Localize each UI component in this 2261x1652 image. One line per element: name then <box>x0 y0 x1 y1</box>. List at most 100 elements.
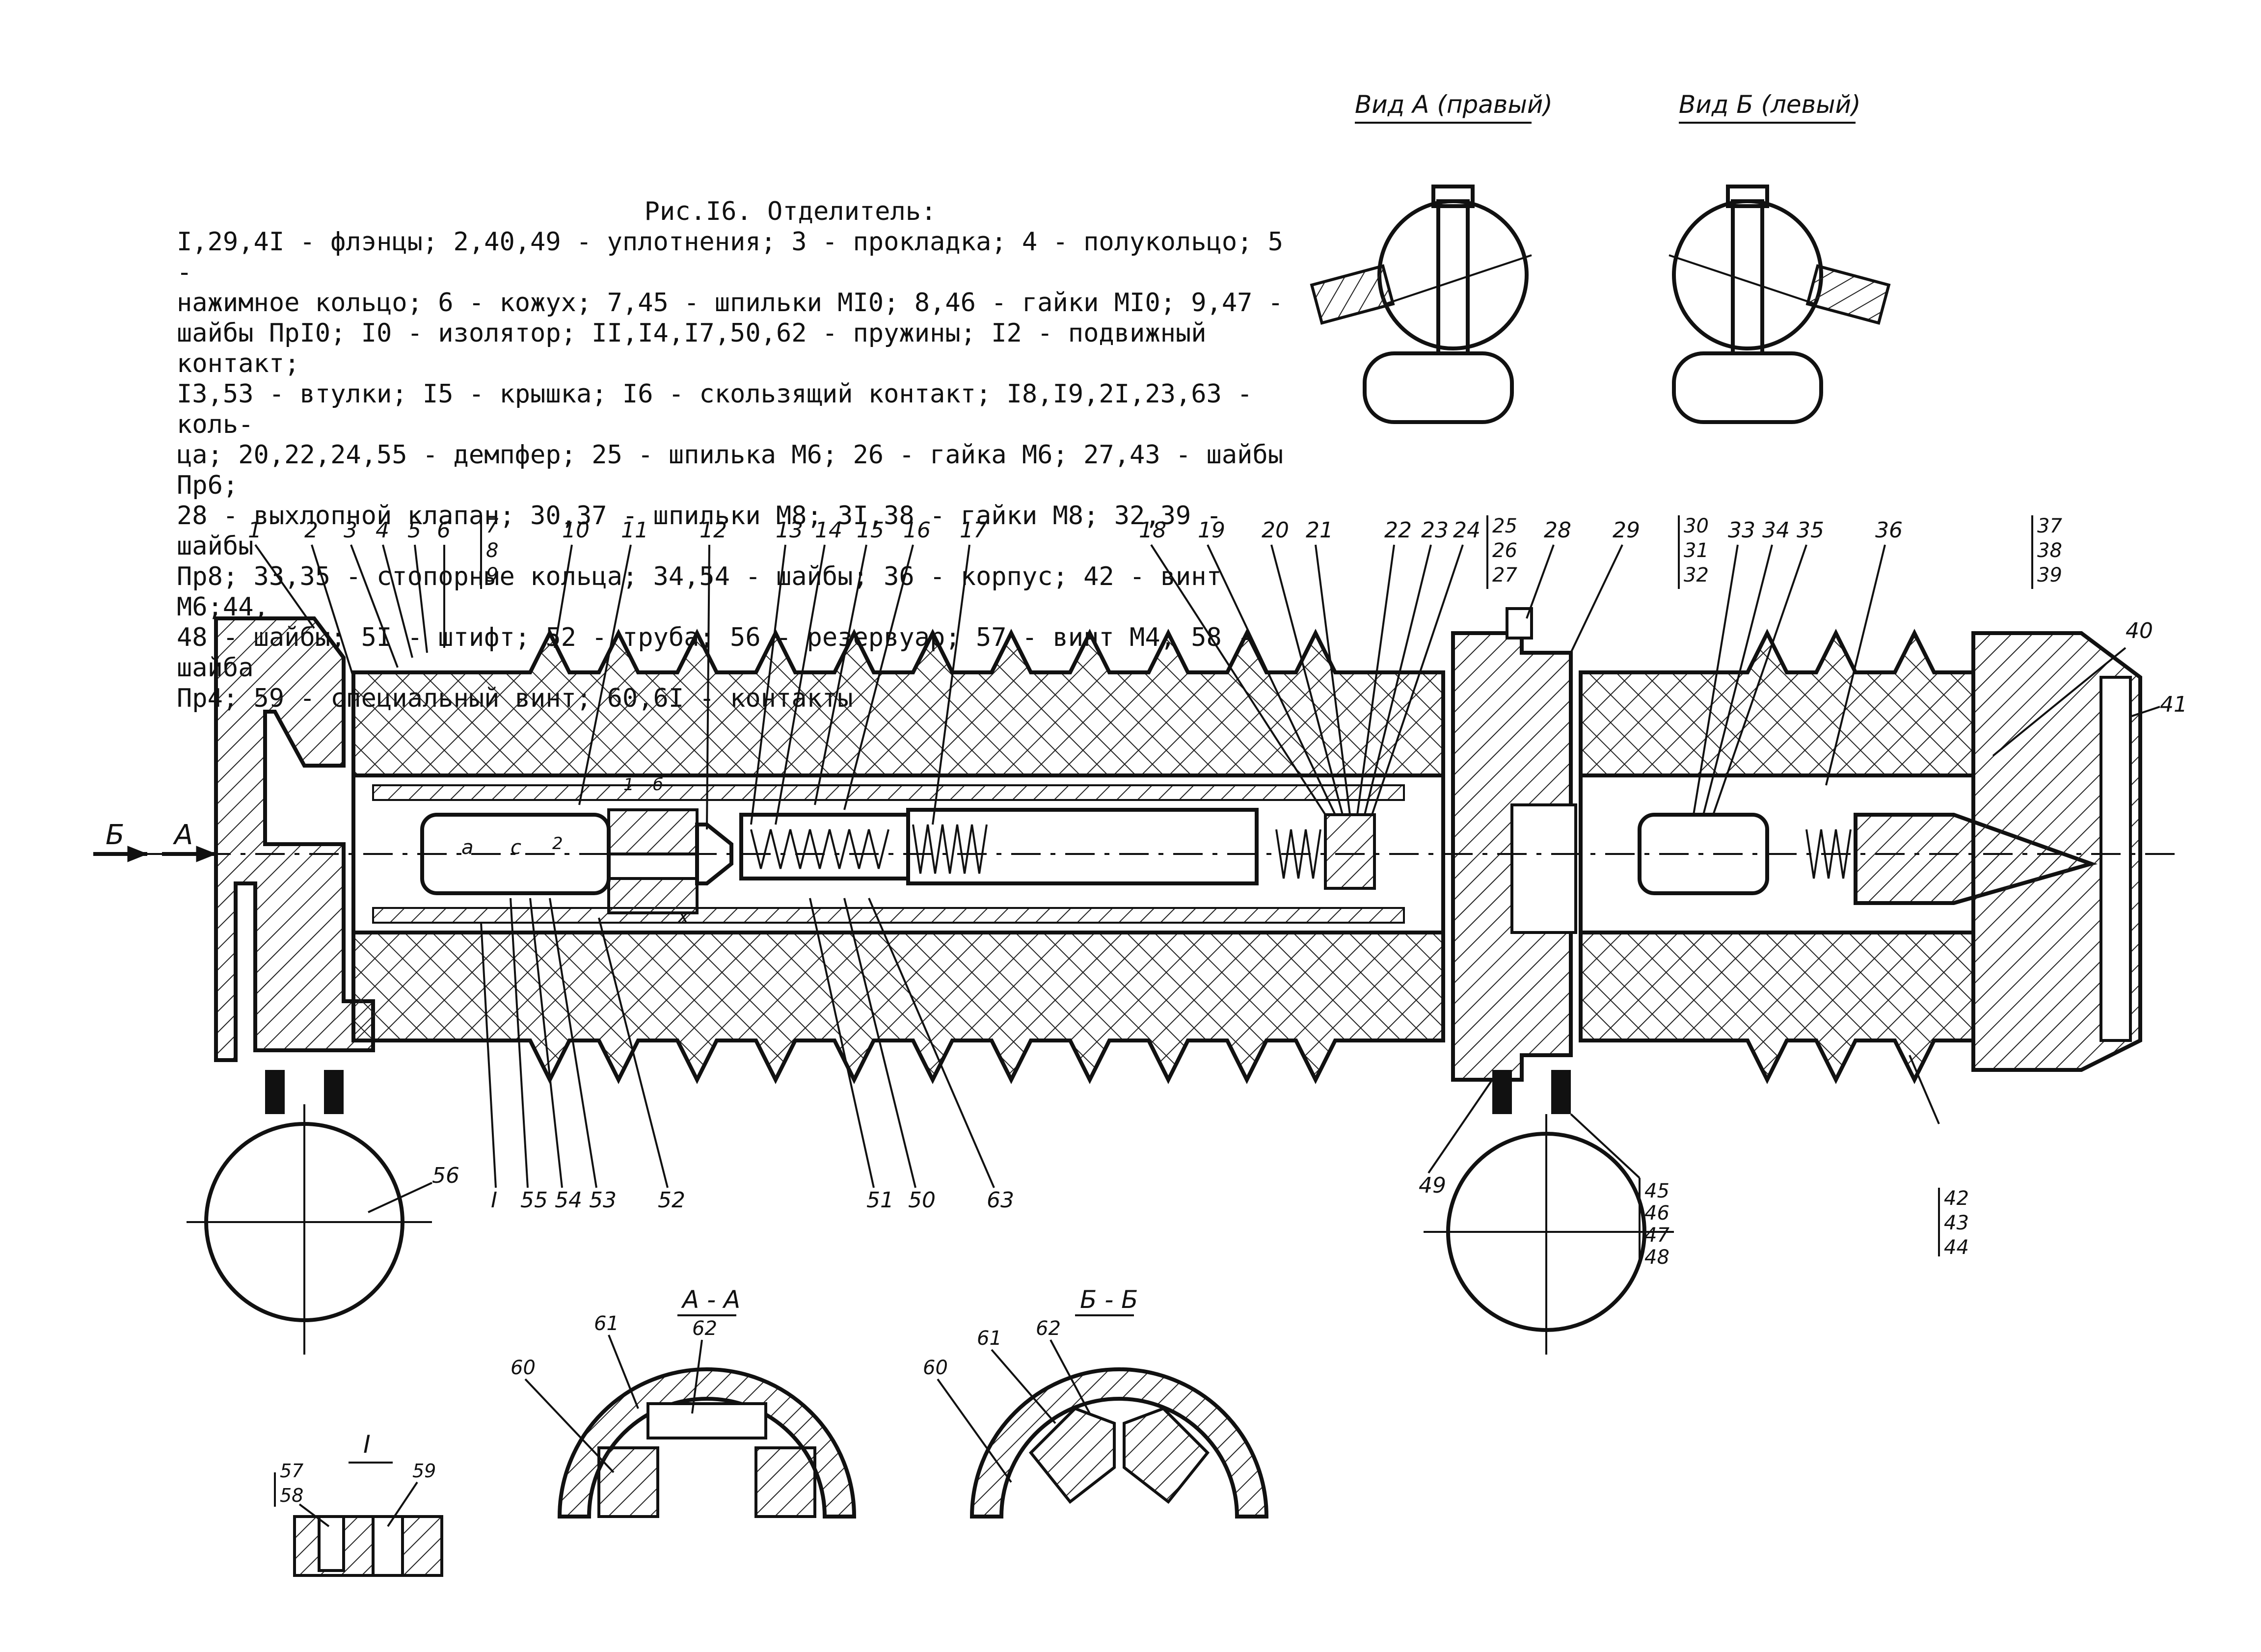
label-aa-62: 62 <box>692 1317 717 1340</box>
dim-x: x <box>676 905 689 928</box>
label-1: 1 <box>248 518 262 543</box>
view-a-flange <box>1377 199 1529 350</box>
label-4: 4 <box>376 518 389 543</box>
insulator-right-upper <box>1579 629 1975 777</box>
label-13: 13 <box>776 518 803 543</box>
label-10: 10 <box>562 518 590 543</box>
caption-line-2: нажимное кольцо; 6 - кожух; 7,45 - шпиль… <box>177 288 1284 318</box>
caption-line-1: I,29,4I - флэнцы; 2,40,49 - уплотнения; … <box>177 227 1284 287</box>
view-a-reservoir <box>1363 351 1514 424</box>
label-52: 52 <box>658 1188 685 1213</box>
sliding-contact <box>906 808 1259 885</box>
spring-14 <box>750 829 889 869</box>
label-50: 50 <box>908 1188 936 1213</box>
label-6: 6 <box>437 518 451 543</box>
label-bb-62: 62 <box>1036 1317 1061 1340</box>
dim-c: c <box>511 836 521 859</box>
section-aa-label: А - А <box>681 1285 740 1314</box>
dim-2: 2 <box>552 834 563 853</box>
label-36: 36 <box>1875 518 1903 543</box>
label-24: 24 <box>1453 518 1480 543</box>
label-38: 38 <box>2037 539 2062 562</box>
dim-a: a <box>461 836 474 859</box>
label-31: 31 <box>1684 539 1709 562</box>
spring-17 <box>912 824 988 874</box>
view-b-reservoir <box>1672 351 1823 424</box>
label-25: 25 <box>1492 515 1517 537</box>
label-47: 47 <box>1644 1224 1669 1247</box>
caption-line-6: 28 - выхлопной клапан; 30,37 - шпильки M… <box>177 501 1222 561</box>
view-b: Вид Б (левый) <box>1669 90 1891 424</box>
section-bb-ring <box>969 1367 1269 1519</box>
stacked-callouts: 7 8 9 25 26 27 30 31 32 37 38 39 42 43 4… <box>480 515 2062 1269</box>
label-49: 49 <box>1419 1173 1446 1198</box>
label-56: 56 <box>432 1163 459 1188</box>
section-bb: Б - Б 60 61 62 <box>923 1285 1269 1519</box>
label-46: 46 <box>1644 1202 1669 1225</box>
label-30: 30 <box>1684 515 1709 537</box>
section-aa: А - А 60 61 62 <box>511 1285 857 1519</box>
label-28: 28 <box>1544 518 1571 543</box>
right-flange <box>1971 631 2142 1072</box>
section-bb-label: Б - Б <box>1080 1285 1138 1314</box>
label-41: 41 <box>2160 692 2187 717</box>
caption-line-5: ца; 20,22,24,55 - демпфер; 25 - шпилька … <box>177 440 1284 500</box>
label-21: 21 <box>1306 518 1333 543</box>
caption-line-3: шайбы ПрI0; I0 - изолятор; II,I4,I7,50,6… <box>177 319 1207 378</box>
label-19: 19 <box>1198 518 1225 543</box>
label-aa-60: 60 <box>511 1357 536 1379</box>
label-63: 63 <box>987 1188 1014 1213</box>
label-7: 7 <box>486 515 499 537</box>
dim-6: б <box>653 775 663 795</box>
label-57: 57 <box>280 1460 303 1482</box>
label-37: 37 <box>2037 515 2062 537</box>
label-59: 59 <box>412 1460 436 1482</box>
detail-i-label: I <box>363 1430 371 1459</box>
label-5: 5 <box>407 518 421 543</box>
label-54: 54 <box>555 1188 582 1213</box>
arrow-a-label: А <box>173 819 193 851</box>
caption-line-4: I3,53 - втулки; I5 - крышка; I6 - скольз… <box>177 379 1253 439</box>
label-55: 55 <box>520 1188 548 1213</box>
label-22: 22 <box>1384 518 1412 543</box>
label-11: 11 <box>621 518 648 543</box>
view-b-flange <box>1672 199 1823 350</box>
label-9: 9 <box>486 564 498 586</box>
label-I: I <box>491 1188 497 1213</box>
label-aa-61: 61 <box>594 1312 619 1335</box>
label-33: 33 <box>1728 518 1755 543</box>
label-51: 51 <box>866 1188 894 1213</box>
label-27: 27 <box>1492 564 1517 586</box>
bottom-callouts: I 55 54 53 52 51 50 63 49 56 <box>368 898 1493 1213</box>
tube-52 <box>372 784 1405 801</box>
insulator-lower <box>351 931 1445 1084</box>
label-32: 32 <box>1684 564 1709 586</box>
label-53: 53 <box>589 1188 617 1213</box>
label-2: 2 <box>304 518 318 543</box>
label-34: 34 <box>1762 518 1790 543</box>
label-40: 40 <box>2126 618 2153 643</box>
label-bb-61: 61 <box>977 1327 1002 1350</box>
spring-62 <box>1275 829 1321 879</box>
label-23: 23 <box>1421 518 1449 543</box>
label-15: 15 <box>857 518 884 543</box>
label-26: 26 <box>1492 539 1517 562</box>
label-35: 35 <box>1797 518 1824 543</box>
caption-title: Рис.I6. Отделитель: <box>644 197 937 226</box>
view-a: Вид А (правый) <box>1310 90 1553 424</box>
main-section: Б А a c x 1 2 б <box>93 607 2180 1355</box>
label-45: 45 <box>1644 1180 1669 1202</box>
arrow-b-label: Б <box>106 819 124 851</box>
spring-housing <box>739 813 910 880</box>
detail-i: I 57 58 59 <box>274 1430 443 1577</box>
view-a-label: Вид А (правый) <box>1355 90 1553 119</box>
label-39: 39 <box>2037 564 2062 586</box>
label-58: 58 <box>280 1485 303 1506</box>
label-42: 42 <box>1944 1187 1969 1210</box>
insulator-upper <box>351 629 1445 777</box>
label-44: 44 <box>1944 1236 1969 1259</box>
label-14: 14 <box>815 518 842 543</box>
figure-caption: Рис.I6. Отделитель: I,29,4I - флэнцы; 2,… <box>177 196 1306 714</box>
label-8: 8 <box>486 539 498 562</box>
